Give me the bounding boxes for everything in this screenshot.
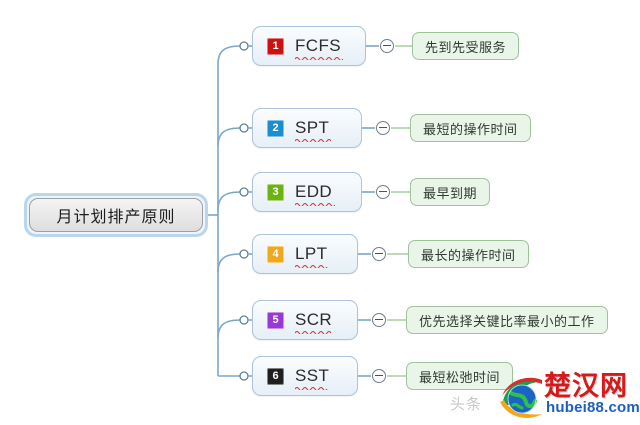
branch-acronym-2: SPT bbox=[295, 118, 330, 137]
root-node[interactable]: 月计划排产原则 bbox=[24, 193, 208, 237]
branch-node-scr[interactable]: 5 SCR bbox=[252, 300, 358, 340]
branch-badge-6: 6 bbox=[267, 367, 284, 385]
branch-node-lpt[interactable]: 4 LPT bbox=[252, 234, 358, 274]
spellcheck-underline-icon bbox=[295, 139, 331, 142]
collapse-toggle-4[interactable] bbox=[372, 247, 386, 261]
collapse-toggle-5[interactable] bbox=[372, 313, 386, 327]
branch-acronym-4: LPT bbox=[295, 244, 328, 263]
collapse-toggle-2[interactable] bbox=[376, 121, 390, 135]
root-node-body: 月计划排产原则 bbox=[29, 198, 203, 232]
branch-acronym-wrap-2: SPT bbox=[295, 118, 331, 142]
watermark-globe-logo bbox=[500, 377, 542, 418]
branch-acronym-6: SST bbox=[295, 366, 330, 385]
leaf-label-3: 最早到期 bbox=[423, 185, 478, 201]
leaf-label-2: 最短的操作时间 bbox=[423, 121, 518, 137]
branch-acronym-3: EDD bbox=[295, 182, 333, 201]
leaf-label-6: 最短松弛时间 bbox=[419, 369, 501, 385]
leaf-label-5: 优先选择关键比率最小的工作 bbox=[419, 313, 595, 329]
branch-badge-1: 1 bbox=[267, 37, 284, 55]
branch-node-edd[interactable]: 3 EDD bbox=[252, 172, 362, 212]
leaf-node-sst[interactable]: 最短松弛时间 bbox=[406, 362, 514, 390]
branch-acronym-wrap-6: SST bbox=[295, 366, 330, 390]
branch-node-fcfs[interactable]: 1 FCFS bbox=[252, 26, 366, 66]
spellcheck-underline-icon bbox=[295, 331, 332, 334]
spellcheck-underline-icon bbox=[295, 57, 343, 60]
branch-acronym-wrap-3: EDD bbox=[295, 182, 335, 206]
branch-acronym-wrap-1: FCFS bbox=[295, 36, 343, 60]
spellcheck-underline-icon bbox=[295, 203, 335, 206]
branch-node-spt[interactable]: 2 SPT bbox=[252, 108, 362, 148]
leaf-label-1: 先到先受服务 bbox=[425, 39, 507, 55]
branch-acronym-1: FCFS bbox=[295, 36, 341, 55]
branch-badge-2: 2 bbox=[267, 119, 284, 137]
branch-badge-3: 3 bbox=[267, 183, 284, 201]
branch-badge-4: 4 bbox=[267, 245, 284, 263]
watermark-platform: 头条 bbox=[450, 396, 483, 413]
watermark-domain: hubei88.com bbox=[546, 399, 640, 416]
branch-acronym-5: SCR bbox=[295, 310, 333, 329]
watermark-brand: 楚汉网 bbox=[544, 371, 628, 401]
branch-acronym-wrap-5: SCR bbox=[295, 310, 333, 334]
spellcheck-underline-icon bbox=[295, 265, 328, 268]
leaf-node-fcfs[interactable]: 先到先受服务 bbox=[412, 32, 520, 60]
leaf-node-edd[interactable]: 最早到期 bbox=[410, 178, 491, 206]
branch-acronym-wrap-4: LPT bbox=[295, 244, 328, 268]
branch-node-sst[interactable]: 6 SST bbox=[252, 356, 358, 396]
collapse-toggle-6[interactable] bbox=[372, 369, 386, 383]
leaf-node-scr[interactable]: 优先选择关键比率最小的工作 bbox=[406, 306, 608, 334]
leaf-label-4: 最长的操作时间 bbox=[421, 247, 516, 263]
spellcheck-underline-icon bbox=[295, 387, 328, 390]
collapse-toggle-3[interactable] bbox=[376, 185, 390, 199]
collapse-toggle-1[interactable] bbox=[380, 39, 394, 53]
leaf-node-lpt[interactable]: 最长的操作时间 bbox=[408, 240, 529, 268]
leaf-node-spt[interactable]: 最短的操作时间 bbox=[410, 114, 531, 142]
branch-badge-5: 5 bbox=[267, 311, 284, 329]
root-node-label: 月计划排产原则 bbox=[56, 209, 176, 226]
